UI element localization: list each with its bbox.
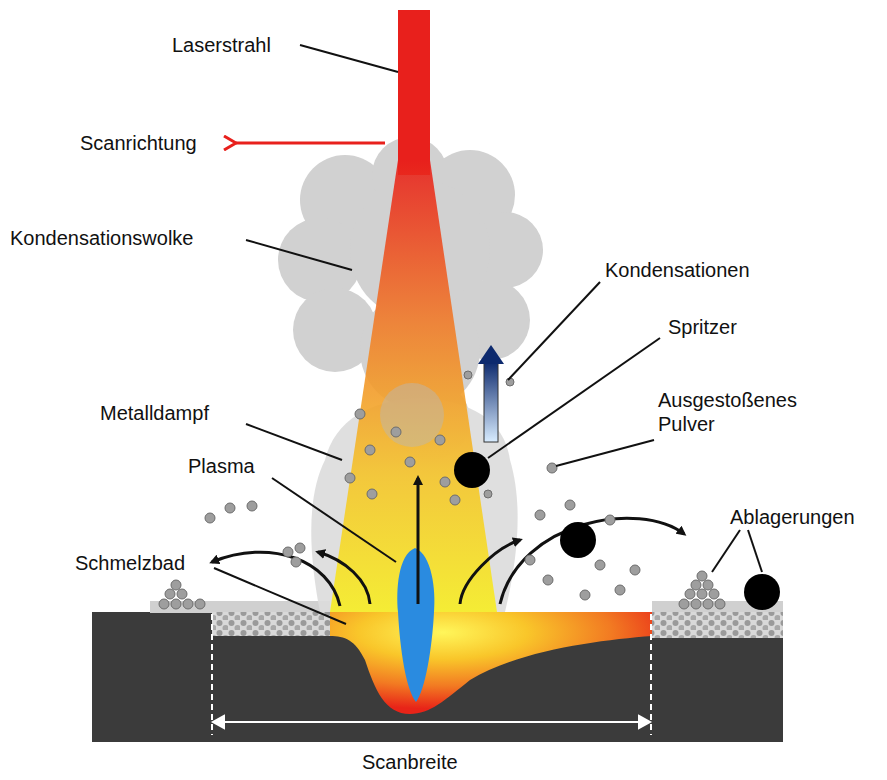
part-label: Schmelzbad — [75, 551, 185, 575]
plasma — [397, 548, 434, 702]
part-label: Metalldampf — [100, 401, 209, 425]
part-label: Kondensationswolke — [10, 226, 193, 250]
substrate — [92, 612, 783, 742]
part-label: Spritzer — [668, 315, 737, 339]
scan-direction-arrow — [236, 142, 385, 145]
particles — [159, 371, 725, 609]
laser-cone — [330, 160, 497, 612]
part-label: Scanrichtung — [80, 131, 197, 155]
laser-beam — [398, 10, 430, 175]
leader-line — [214, 45, 762, 624]
part-label: Ablagerungen — [730, 505, 855, 529]
spatter — [454, 452, 780, 610]
part-label: Ausgestoßenes Pulver — [658, 388, 838, 436]
part-label: Plasma — [188, 454, 255, 478]
melt-pool — [330, 612, 652, 714]
powder-bed — [212, 612, 330, 636]
powder-bed — [652, 612, 783, 638]
part-label: Scanbreite — [362, 750, 458, 774]
part-label: Kondensationen — [605, 258, 750, 282]
flow-arrow — [212, 478, 684, 606]
part-label: Laserstrahl — [172, 33, 271, 57]
scan-width-dimension — [212, 614, 651, 735]
